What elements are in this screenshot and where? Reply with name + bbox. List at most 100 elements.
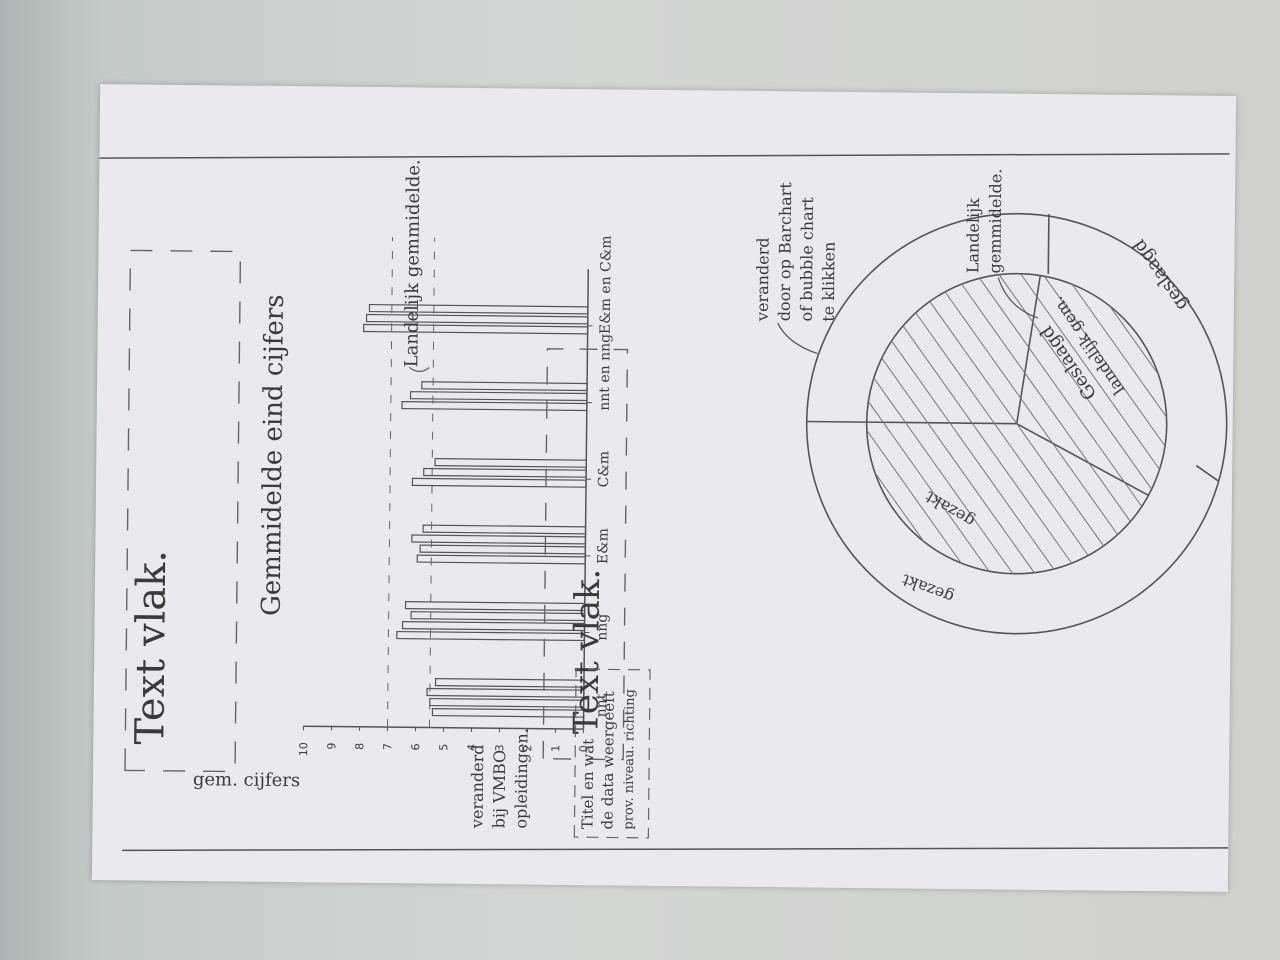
donut-landelijk-line-1: Landelijk xyxy=(963,198,983,274)
titel-note-box xyxy=(573,668,651,839)
bar xyxy=(411,534,587,545)
hatch-line xyxy=(1109,305,1159,375)
hatch-line xyxy=(915,312,1089,556)
bar xyxy=(411,477,587,488)
donut-inner-divider-1 xyxy=(866,421,1017,425)
donut-chart: gezakt geslaagd gezakt Geslaagd landelij… xyxy=(805,212,1228,635)
bar xyxy=(419,544,586,555)
y-tick-label: 9 xyxy=(325,742,338,749)
barchart-note-line-3: of bubble chart xyxy=(797,197,817,322)
titel-note-line-1: Titel en wat xyxy=(578,739,597,830)
donut-outer-label-geslaagd: geslaagd xyxy=(1129,235,1192,314)
bar xyxy=(422,524,587,535)
hatch-line xyxy=(902,325,1073,564)
hatch-line xyxy=(881,357,1035,573)
y-tick-label: 0 xyxy=(577,745,590,752)
x-tick-label: nng xyxy=(594,614,610,641)
y-axis-label: gem. cijfers xyxy=(193,769,300,791)
barchart-note: veranderd door op Barchart of bubble cha… xyxy=(753,182,839,355)
vmbo-note: veranderd bij VMBO opleidingen. xyxy=(467,728,531,829)
barchart-note-line-1: veranderd xyxy=(753,237,773,322)
bar xyxy=(365,313,589,325)
bar xyxy=(431,707,585,718)
hatch-line xyxy=(1020,273,1160,470)
donut-inner-divider-2 xyxy=(1015,275,1042,424)
hatch-line xyxy=(961,283,1131,522)
bar xyxy=(404,601,586,612)
donut-outer-divider-2 xyxy=(1047,214,1050,275)
donut-landelijk-line-2: gemmidelde. xyxy=(985,169,1005,274)
donut-landelijk-note: Landelijk gemmidelde. xyxy=(963,169,1038,319)
donut-outer-label-gezakt: gezakt xyxy=(899,570,957,607)
bar xyxy=(416,554,586,565)
paper-sheet: Text vlak. Gemmidelde eind cijfers gem. … xyxy=(91,84,1237,892)
y-tick-label: 2 xyxy=(521,745,534,752)
bar xyxy=(423,467,587,478)
hatch-line xyxy=(1044,275,1166,447)
y-tick-label: 1 xyxy=(549,745,562,752)
vmbo-note-line-3: opleidingen. xyxy=(511,728,531,829)
vmbo-note-line-1: veranderd xyxy=(467,744,487,829)
bar xyxy=(409,391,588,402)
bar xyxy=(434,457,587,468)
x-axis-line xyxy=(582,269,590,730)
donut-inner-divider-3 xyxy=(1016,422,1149,496)
hatch-line xyxy=(944,291,1119,535)
top-border-line xyxy=(99,153,1230,159)
bar xyxy=(421,381,588,392)
landelijk-label: Landelijk gemmidelde. xyxy=(401,159,424,367)
titel-note-line-2: de data weergeeft xyxy=(598,691,617,829)
donut-hatching xyxy=(866,273,1167,574)
hatch-line xyxy=(929,301,1104,547)
reference-line xyxy=(428,237,436,728)
chart-title: Gemmidelde eind cijfers xyxy=(257,294,290,616)
hatch-line xyxy=(979,278,1143,507)
bar xyxy=(401,620,586,632)
y-tick-label: 6 xyxy=(409,743,422,750)
sketch-canvas: Text vlak. Gemmidelde eind cijfers gem. … xyxy=(99,153,1230,852)
donut-inner-label-gezakt: gezakt xyxy=(921,487,977,531)
hatch-line xyxy=(998,274,1153,490)
hatch-line xyxy=(874,472,925,542)
y-tick-label: 8 xyxy=(353,743,366,750)
barchart-note-line-2: door op Barchart xyxy=(775,182,795,322)
bar xyxy=(401,400,588,412)
bar xyxy=(434,678,585,688)
bar xyxy=(426,687,585,698)
portrait-layout: Text vlak. Gemmidelde eind cijfers gem. … xyxy=(124,159,1228,839)
hatch-line xyxy=(1071,284,1167,418)
hatch-line xyxy=(873,377,1014,574)
bar xyxy=(363,323,589,335)
y-tick-label: 7 xyxy=(381,743,394,750)
hatch-line xyxy=(866,430,962,564)
x-tick-label: C&m xyxy=(596,451,612,488)
y-tick-label: 5 xyxy=(437,744,450,751)
bar-chart: Gemmidelde eind cijfers gem. cijfers nnt… xyxy=(193,235,615,791)
reference-line xyxy=(386,237,394,728)
barchart-note-arrow xyxy=(777,322,818,355)
vmbo-note-line-2: bij VMBO xyxy=(489,750,509,829)
barchart-note-line-4: te klikken xyxy=(819,242,839,322)
text-box-1-label: Text vlak. xyxy=(127,550,175,745)
y-tick-label: 10 xyxy=(297,742,310,756)
titel-note-line-3: prov. niveau. richting xyxy=(621,689,637,830)
hatch-line xyxy=(891,340,1055,570)
hatch-line xyxy=(867,401,990,572)
bar xyxy=(410,611,586,622)
bar xyxy=(429,697,585,708)
text-box-2 xyxy=(542,348,629,761)
x-tick-label: nnt xyxy=(594,693,610,717)
y-tick-label: 3 xyxy=(493,744,506,751)
donut-outer-divider-1 xyxy=(806,420,867,423)
bar xyxy=(396,630,586,642)
x-tick-label: E&m en C&m xyxy=(598,235,615,334)
donut-outer-divider-3 xyxy=(1195,464,1219,482)
bottom-border-line xyxy=(122,847,1229,852)
landelijk-bracket xyxy=(408,366,430,373)
text-box-2-label: Text vlak. xyxy=(566,568,608,734)
donut-landelijk-arrow xyxy=(997,277,1038,319)
text-box-1 xyxy=(124,249,242,773)
x-tick-label: E&m xyxy=(595,528,611,564)
